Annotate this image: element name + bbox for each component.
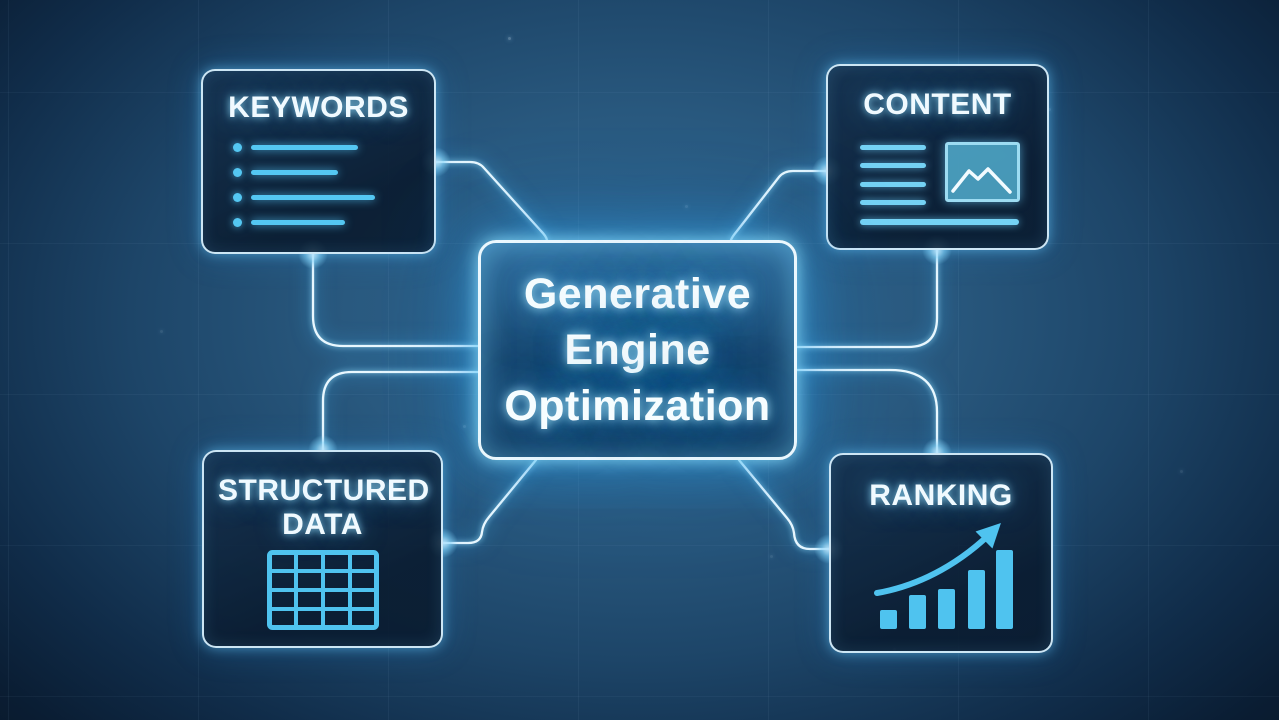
dust-speck <box>160 330 163 333</box>
connector-content-to-center-top <box>729 169 829 242</box>
bullet-list-row <box>233 218 375 227</box>
bullet-line <box>251 145 358 150</box>
connector-keywords-to-center-left <box>311 252 480 348</box>
growth-curve-arrow <box>874 523 1001 596</box>
dust-speck <box>1180 470 1183 473</box>
bullet-dot <box>233 193 242 202</box>
bullet-line <box>251 195 375 200</box>
connector-center-to-structured-data-right <box>441 458 538 545</box>
dust-speck <box>463 425 466 428</box>
image-thumbnail-icon <box>945 142 1020 202</box>
connector-structured-data-to-center-left <box>321 370 480 452</box>
text-line <box>860 145 926 150</box>
node-ranking: RANKING <box>829 453 1053 653</box>
mountain-graphic <box>951 167 1012 194</box>
text-line <box>860 182 926 187</box>
text-line <box>860 200 926 205</box>
bullet-line <box>251 170 338 175</box>
bullet-line <box>251 220 345 225</box>
bullet-list-row <box>233 168 375 177</box>
dust-speck <box>508 37 511 40</box>
bullet-dot <box>233 143 242 152</box>
node-content-label: CONTENT <box>863 88 1012 121</box>
center-title-line-2: Engine <box>564 326 711 374</box>
node-generative-engine-optimization: Generative Engine Optimization <box>478 240 797 460</box>
connector-center-to-ranking-top <box>795 368 939 455</box>
dust-speck <box>1048 108 1051 111</box>
article-with-image-icon <box>860 142 1020 228</box>
node-structured-data-label: STRUCTURED DATA <box>218 474 430 541</box>
center-title-line-3: Optimization <box>504 382 771 430</box>
node-keywords: KEYWORDS <box>201 69 436 254</box>
node-content: CONTENT <box>826 64 1049 250</box>
node-ranking-label: RANKING <box>869 479 1013 512</box>
text-line-wide <box>860 219 1019 225</box>
connector-keywords-to-center-top <box>434 160 549 242</box>
bullet-list-icon <box>233 143 375 243</box>
node-keywords-label: KEYWORDS <box>228 91 409 124</box>
connector-content-to-center-right <box>795 248 939 349</box>
node-structured-data: STRUCTURED DATA <box>202 450 443 648</box>
bullet-dot <box>233 218 242 227</box>
dust-speck <box>770 555 773 558</box>
bullet-list-row <box>233 143 375 152</box>
rising-bar-chart-arrow-icon <box>874 523 1013 629</box>
center-title-line-1: Generative <box>523 270 752 318</box>
bullet-list-row <box>233 193 375 202</box>
dust-speck <box>685 205 688 208</box>
text-line <box>860 163 926 168</box>
connector-center-to-ranking-left <box>737 458 831 551</box>
bullet-dot <box>233 168 242 177</box>
table-grid-icon <box>267 550 379 630</box>
